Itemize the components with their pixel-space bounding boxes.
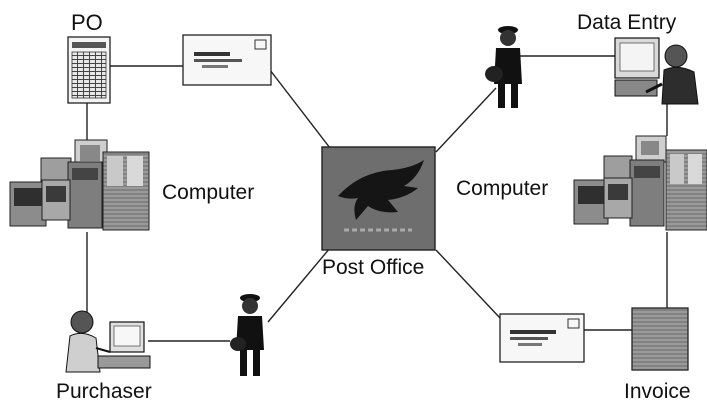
purchaser-icon xyxy=(65,310,151,373)
line-postoffice-mailman xyxy=(435,87,497,153)
envelope-top-icon xyxy=(182,34,272,86)
connection-lines xyxy=(86,55,668,342)
label-data-entry: Data Entry xyxy=(577,11,677,34)
label-purchaser: Purchaser xyxy=(56,380,152,403)
mail-carrier-bottom-icon xyxy=(230,294,264,376)
invoice-document-icon xyxy=(631,307,689,371)
label-post-office: Post Office xyxy=(322,256,425,279)
label-invoice: Invoice xyxy=(624,380,691,403)
computer-right-icon xyxy=(573,135,707,231)
label-po: PO xyxy=(71,10,103,35)
po-document-icon xyxy=(67,36,111,104)
line-mailman-postoffice xyxy=(267,247,331,323)
label-computer-right: Computer xyxy=(456,177,549,200)
data-entry-icon xyxy=(614,37,699,105)
line-envelope-postoffice xyxy=(269,69,331,149)
envelope-bottom-icon xyxy=(499,313,585,363)
mail-carrier-top-icon xyxy=(485,26,522,108)
line-envelope-postoffice-bottom xyxy=(435,249,501,319)
post-office-eagle-icon xyxy=(321,146,436,251)
computer-left-icon xyxy=(9,139,150,231)
label-computer-left: Computer xyxy=(162,181,255,204)
